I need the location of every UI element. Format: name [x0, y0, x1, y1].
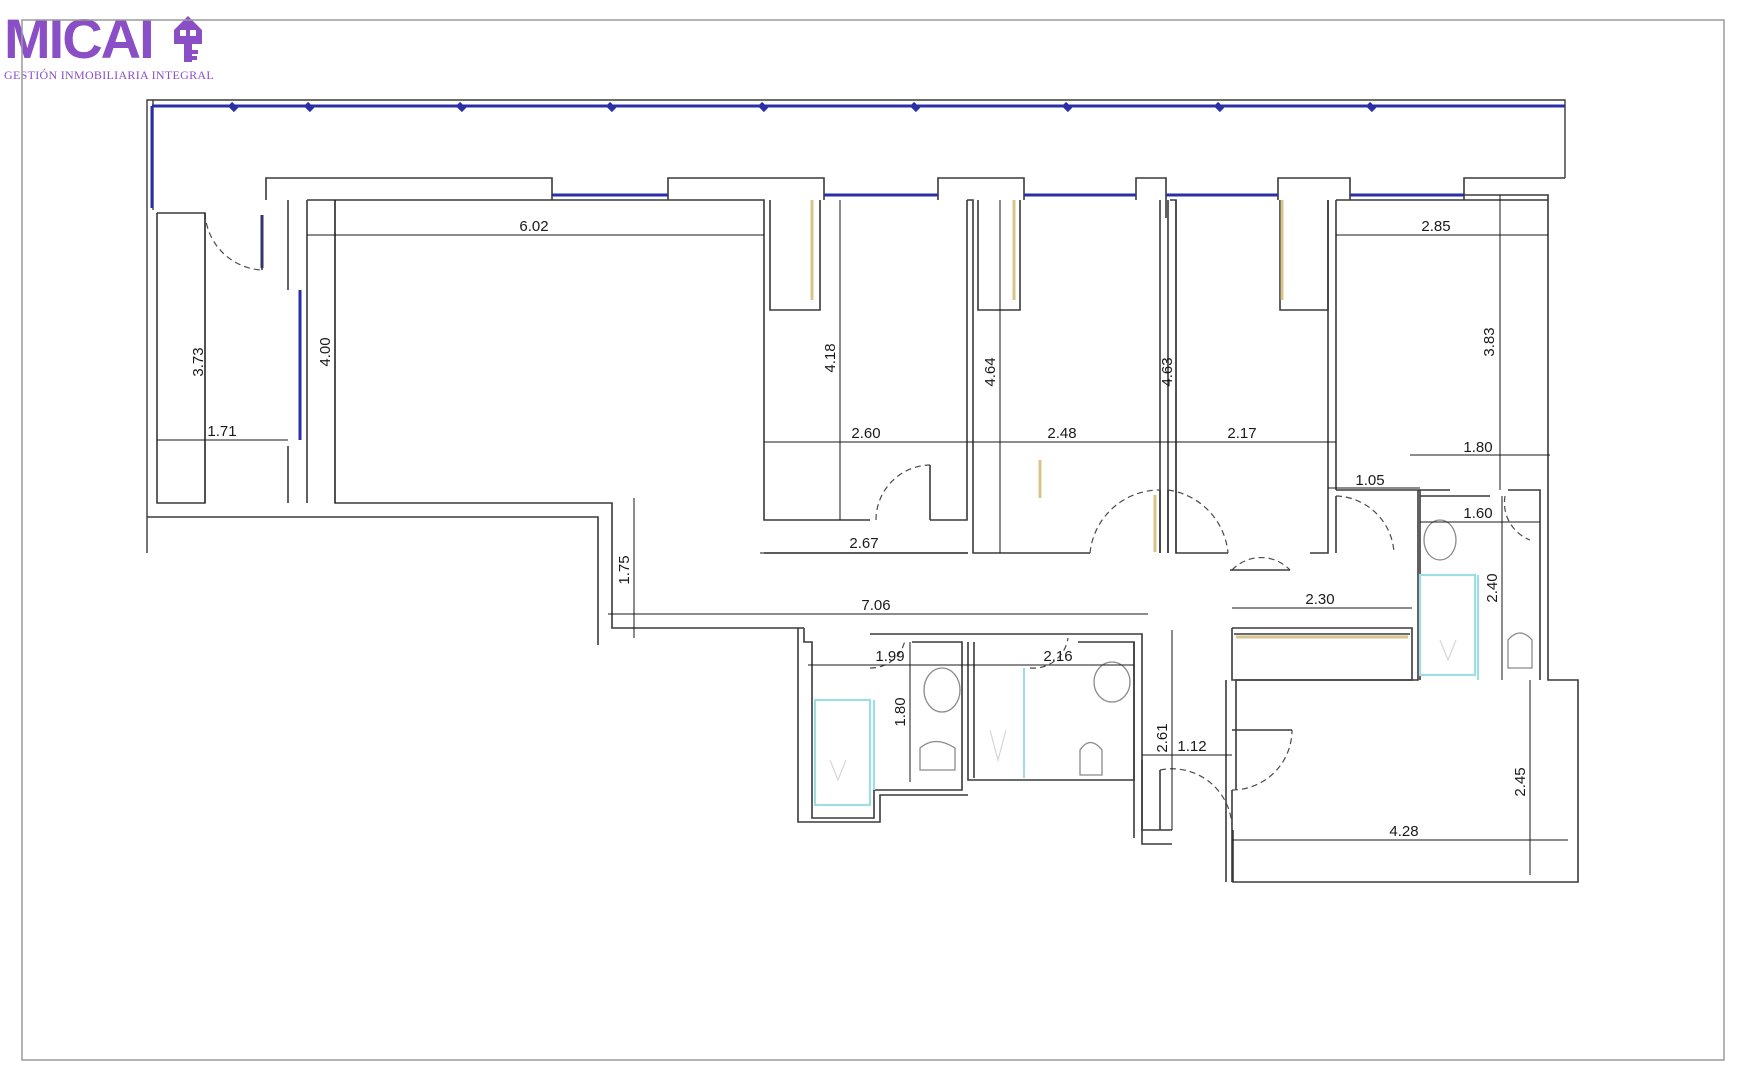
wardrobes: [810, 200, 1408, 639]
bathroom-fixtures: [813, 573, 1480, 807]
door-swings: [204, 212, 1531, 831]
dim-bed2-width: 2.48: [1047, 425, 1076, 442]
dim-ensuite-inner: 1.60: [1463, 505, 1492, 522]
shower-drains: [829, 639, 1457, 782]
dim-door-gap: 1.05: [1355, 472, 1384, 489]
company-logo: MICAI GESTIÓN INMOBILIARIA INTEGRAL: [4, 6, 214, 82]
dim-bed2-height: 4.64: [982, 357, 999, 386]
dim-ensuite-width: 1.80: [1463, 439, 1492, 456]
dim-hall-width: 1.71: [207, 423, 236, 440]
dim-ensuite-height: 2.40: [1484, 573, 1501, 602]
dim-bed4-height: 3.83: [1481, 327, 1498, 356]
dim-store-width: 1.12: [1177, 738, 1206, 755]
dim-living-width: 6.02: [519, 218, 548, 235]
dimension-labels: 3.73 1.71 4.00 6.02 4.18 2.60 2.67 4.64 …: [190, 218, 1529, 840]
living-window: [260, 193, 1464, 440]
dim-bed3-height: 4.63: [1159, 357, 1176, 386]
terrace: [146, 99, 1566, 553]
walls: [147, 177, 1579, 883]
dim-corridor-drop: 1.75: [616, 555, 633, 584]
dim-corridor-length: 7.06: [861, 597, 890, 614]
logo-wordmark: MICAI: [4, 7, 155, 70]
dim-bath2-width: 2.16: [1043, 648, 1072, 665]
dim-bed1-height: 4.18: [822, 343, 839, 372]
dim-kitchen-height: 2.45: [1512, 767, 1529, 796]
dim-hall-height: 3.73: [190, 347, 207, 376]
house-key-icon: [174, 16, 202, 62]
page-border: [21, 19, 1725, 1061]
sanitary-ware: [919, 519, 1533, 776]
dim-bath1-height: 1.80: [892, 697, 909, 726]
terrace-window: [150, 104, 1565, 208]
door-leaves: [261, 215, 1337, 830]
dim-bed1-width: 2.60: [851, 425, 880, 442]
dim-bath1-width: 1.99: [875, 648, 904, 665]
dim-kitchen-width: 4.28: [1389, 823, 1418, 840]
dim-bed1-bottom: 2.67: [849, 535, 878, 552]
dim-bed3-width: 2.17: [1227, 425, 1256, 442]
dim-living-height: 4.00: [317, 337, 334, 366]
dim-bed4-width: 2.85: [1421, 218, 1450, 235]
logo-tagline: GESTIÓN INMOBILIARIA INTEGRAL: [4, 68, 215, 82]
terrace-window-mullions: [227, 101, 1377, 113]
dimension-lines: [157, 195, 1568, 875]
dim-store-height: 2.61: [1154, 723, 1171, 752]
dim-corridor-width: 2.30: [1305, 591, 1334, 608]
